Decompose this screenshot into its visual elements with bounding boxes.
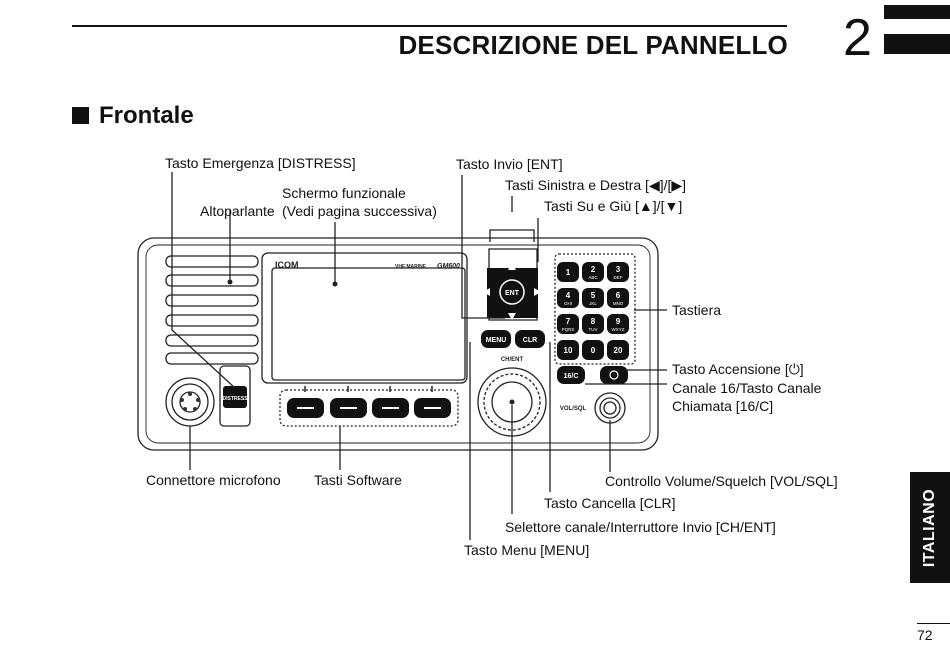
clr-key — [515, 330, 545, 348]
label-softkeys: Tasti Software — [314, 472, 402, 488]
label-vol: Controllo Volume/Squelch [VOL/SQL] — [605, 473, 838, 489]
distress-key-label: DISTRESS — [222, 396, 248, 402]
d-pad — [487, 268, 538, 318]
label-ch16-line1: Canale 16/Tasto Canale — [672, 380, 822, 396]
keypad-key — [607, 340, 629, 360]
keypad-key — [557, 288, 579, 308]
keypad-key-number: 8 — [591, 317, 596, 326]
power-key — [600, 366, 628, 384]
distress-key — [223, 386, 247, 408]
language-tab-label: ITALIANO — [921, 488, 938, 567]
model-prefix: VHF MARINE — [395, 264, 427, 270]
chapter-tab-bar-top — [884, 5, 950, 19]
ch-ent-label: CH/ENT — [501, 357, 524, 363]
label-clr: Tasto Cancella [CLR] — [544, 495, 676, 511]
keypad-key-number: 2 — [591, 265, 596, 274]
label-mic: Connettore microfono — [146, 472, 281, 488]
keypad-key — [557, 314, 579, 334]
ent-key-label: ENT — [505, 290, 520, 297]
header-rule — [72, 25, 787, 27]
keypad-key-letters: PQRS — [562, 327, 575, 332]
keypad-key-number: 20 — [614, 346, 623, 355]
clr-key-label: CLR — [523, 337, 537, 344]
mic-connector — [165, 377, 215, 427]
brand-logo: ICOM — [275, 260, 299, 270]
label-power: Tasto Accensione [⏻] — [672, 361, 804, 377]
d-pad-arrows — [483, 263, 541, 320]
menu-key-label: MENU — [486, 337, 507, 344]
label-distress: Tasto Emergenza [DISTRESS] — [165, 155, 356, 171]
keypad-key-letters: ABC — [588, 275, 598, 280]
keypad-key — [582, 288, 604, 308]
keypad-key-letters: TUV — [589, 327, 598, 332]
keypad-key-letters: WXYZ — [612, 327, 625, 332]
keypad-key-number: 0 — [591, 346, 596, 355]
keypad-key-number: 4 — [566, 291, 571, 300]
leader-ent — [461, 175, 505, 319]
radio-body — [137, 237, 659, 451]
keypad-key — [557, 262, 579, 282]
label-speaker: Altoparlante — [200, 203, 275, 219]
keypad-key-letters: DEF — [614, 275, 623, 280]
keypad-key-number: 9 — [616, 317, 621, 326]
keypad-key-number: 7 — [566, 317, 571, 326]
leader-lr-bracket — [489, 229, 535, 242]
keypad-key — [582, 314, 604, 334]
square-bullet-icon — [72, 107, 89, 124]
chapter-tab-bar-bottom — [884, 34, 950, 54]
keypad-key — [582, 340, 604, 360]
vol-sql-label: VOL/SQL — [560, 406, 587, 412]
section-heading: Frontale — [72, 102, 194, 130]
keypad-key — [607, 288, 629, 308]
ch16-key — [557, 366, 585, 384]
keypad-key-number: 10 — [564, 346, 573, 355]
display-frame — [261, 252, 468, 384]
label-left-right: Tasti Sinistra e Destra [◀]/[▶] — [505, 177, 687, 193]
display-screen — [271, 267, 466, 381]
keypad-key-number: 5 — [591, 291, 596, 300]
leader-distress — [171, 172, 236, 389]
menu-key — [481, 330, 511, 348]
keypad-key — [607, 262, 629, 282]
label-ch-ent: Selettore canale/Interruttore Invio [CH/… — [505, 519, 776, 535]
label-ch16-line2: Chiamata [16/C] — [672, 398, 774, 414]
keypad-key-letters: MNO — [613, 301, 624, 306]
speaker-grille — [165, 255, 259, 365]
page-title: DESCRIZIONE DEL PANNELLO — [398, 30, 788, 60]
keypad-key-letters: GHI — [564, 301, 572, 306]
page-number: 72 — [917, 627, 933, 643]
label-display-line2: (Vedi pagina successiva) — [282, 203, 437, 219]
keypad-key-number: 1 — [566, 268, 571, 277]
label-display-line1: Schermo funzionale — [282, 185, 406, 201]
label-up-down: Tasti Su e Giù [▲]/[▼] — [544, 198, 683, 214]
ch16-key-label: 16/C — [564, 373, 579, 380]
label-menu: Tasto Menu [MENU] — [464, 542, 590, 558]
chapter-number: 2 — [843, 9, 872, 67]
keypad-key-number: 6 — [616, 291, 621, 300]
label-ent: Tasto Invio [ENT] — [456, 156, 563, 172]
label-keypad: Tastiera — [672, 302, 722, 318]
keypad-key — [582, 262, 604, 282]
language-side-tab: ITALIANO — [910, 472, 950, 583]
keypad-key-number: 3 — [616, 265, 621, 274]
keypad-key-letters: JKL — [589, 301, 597, 306]
section-title: Frontale — [99, 102, 194, 129]
model-name: GM600 — [437, 263, 460, 270]
footer-rule — [917, 623, 950, 624]
keypad-key — [557, 340, 579, 360]
keypad-key — [607, 314, 629, 334]
